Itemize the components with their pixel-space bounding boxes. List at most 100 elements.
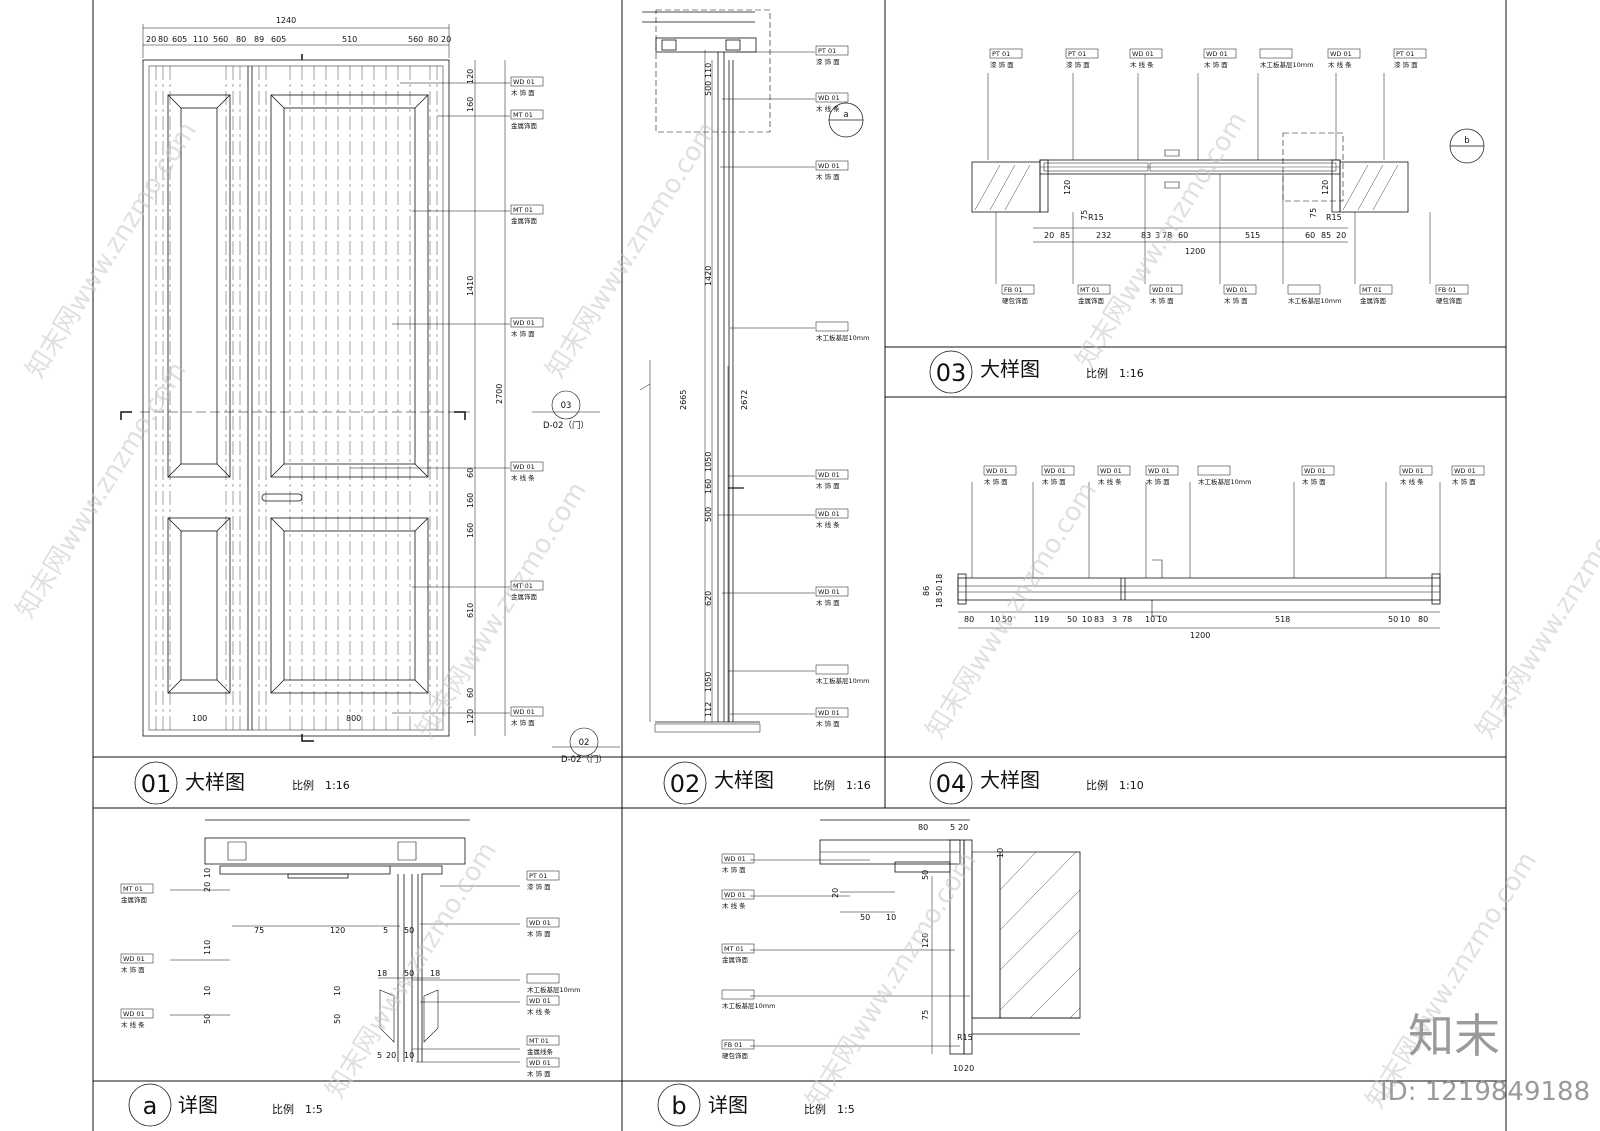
svg-text:木 线 条: 木 线 条	[511, 473, 535, 482]
p02-tag: WD 01木 饰 面	[815, 469, 849, 490]
pa-tag-right: WD 01木 饰 面	[526, 1057, 560, 1078]
svg-text:160: 160	[704, 479, 713, 494]
svg-text:20: 20	[1044, 231, 1054, 240]
watermark-text: 知末网www.znzmo.com	[20, 117, 202, 384]
svg-text:WD 01: WD 01	[1330, 50, 1352, 58]
p04-tag: 木工板基层10mm	[1197, 465, 1251, 486]
svg-text:5: 5	[377, 1051, 382, 1060]
svg-text:木 饰 面: 木 饰 面	[1224, 296, 1248, 305]
svg-text:WD 01: WD 01	[1044, 467, 1066, 475]
svg-text:木 饰 面: 木 饰 面	[816, 172, 840, 181]
p03-tag-bottom: WD 01木 饰 面	[1223, 284, 1257, 305]
svg-text:木 线 条: 木 线 条	[121, 1020, 145, 1029]
svg-text:大样图: 大样图	[980, 357, 1040, 381]
svg-text:75: 75	[254, 926, 264, 935]
p04-tag: WD 01木 饰 面	[1041, 465, 1075, 486]
p01-dim: 800	[346, 714, 361, 723]
p01-dim: 610	[466, 603, 475, 618]
pb-tag: WD 01木 线 条	[721, 889, 755, 910]
svg-text:木 线 条: 木 线 条	[1130, 60, 1154, 69]
svg-text:WD 01: WD 01	[529, 997, 551, 1005]
p03-tag-top: 木工板基层10mm	[1259, 48, 1313, 69]
detail-ref-a: a	[828, 102, 864, 138]
panel-04-text: 80 10 50 119 50 10 83 3 78 10 10 518 50 …	[922, 465, 1485, 640]
svg-text:1200: 1200	[1190, 631, 1210, 640]
svg-text:硬包饰面: 硬包饰面	[722, 1051, 749, 1060]
brand-id: ID: 1219849188	[1380, 1077, 1590, 1107]
svg-text:WD 01: WD 01	[529, 1059, 551, 1067]
p01-dim-total: 1240	[276, 16, 296, 25]
p04-tag: WD 01木 饰 面	[1145, 465, 1179, 486]
svg-text:木 线 条: 木 线 条	[722, 901, 746, 910]
svg-text:WD 01: WD 01	[1206, 50, 1228, 58]
svg-text:木 饰 面: 木 饰 面	[722, 865, 746, 874]
svg-text:比例 1:16: 比例 1:16	[292, 778, 350, 792]
svg-text:50: 50	[1388, 615, 1398, 624]
svg-text:500: 500	[704, 81, 713, 96]
svg-text:详图: 详图	[178, 1093, 218, 1117]
p03-tag-top: WD 01木 饰 面	[1203, 48, 1237, 69]
svg-text:50: 50	[935, 586, 944, 596]
watermark-text: 知末网www.znzmo.com	[1070, 107, 1252, 374]
svg-text:50: 50	[404, 969, 414, 978]
pb-tag: 木工板基层10mm	[721, 989, 775, 1010]
svg-text:WD 01: WD 01	[986, 467, 1008, 475]
pa-tag-right: WD 01木 饰 面	[526, 917, 560, 938]
svg-text:木 饰 面: 木 饰 面	[511, 718, 535, 727]
p01-dim: 510	[342, 35, 357, 44]
svg-text:木 线 条: 木 线 条	[816, 104, 840, 113]
svg-text:18: 18	[377, 969, 387, 978]
svg-text:20: 20	[831, 888, 840, 898]
svg-text:10: 10	[1082, 615, 1092, 624]
svg-text:1050: 1050	[704, 672, 713, 692]
p01-tag: WD 01木 饰 面	[510, 706, 544, 727]
svg-text:5: 5	[383, 926, 388, 935]
svg-text:86: 86	[922, 586, 931, 596]
svg-text:木 线 条: 木 线 条	[1400, 477, 1424, 486]
svg-text:PT 01: PT 01	[818, 47, 836, 55]
svg-text:b: b	[1464, 136, 1469, 146]
svg-text:硬包饰面: 硬包饰面	[1436, 296, 1463, 305]
title-a: a 详图 比例 1:5	[128, 1083, 323, 1127]
p04-tag: WD 01木 饰 面	[1301, 465, 1335, 486]
svg-text:WD 01: WD 01	[123, 1010, 145, 1018]
svg-text:PT 01: PT 01	[992, 50, 1010, 58]
svg-text:WD 01: WD 01	[818, 471, 840, 479]
svg-text:木工板基层10mm: 木工板基层10mm	[1260, 60, 1313, 69]
svg-text:木工板基层10mm: 木工板基层10mm	[527, 985, 580, 994]
p03-tag-bottom: 木工板基层10mm	[1287, 284, 1341, 305]
p04-tag: WD 01木 饰 面	[1451, 465, 1485, 486]
svg-text:1200: 1200	[1185, 247, 1205, 256]
svg-text:木 线 条: 木 线 条	[1328, 60, 1352, 69]
svg-text:50: 50	[921, 870, 930, 880]
p01-tag: WD 01 木 线 条	[510, 461, 544, 482]
svg-text:WD 01: WD 01	[513, 463, 535, 471]
svg-text:比例 1:5: 比例 1:5	[804, 1102, 855, 1116]
p01-dim: 60	[466, 468, 475, 478]
svg-text:78: 78	[1162, 231, 1172, 240]
title-01: 01 大样图 比例 1:16	[134, 761, 350, 805]
p04-tag: WD 01木 饰 面	[983, 465, 1017, 486]
svg-text:10: 10	[203, 868, 212, 878]
svg-text:WD 01: WD 01	[529, 919, 551, 927]
svg-text:WD 01: WD 01	[818, 162, 840, 170]
svg-text:b: b	[671, 1092, 686, 1120]
svg-text:R15: R15	[957, 1033, 973, 1042]
svg-text:500: 500	[704, 507, 713, 522]
panel-01-elevation	[120, 24, 510, 742]
p01-dim: 605	[172, 35, 187, 44]
svg-text:金属饰面: 金属饰面	[121, 895, 148, 904]
svg-text:WD 01: WD 01	[1132, 50, 1154, 58]
svg-text:120: 120	[1321, 180, 1330, 195]
svg-text:50: 50	[1002, 615, 1012, 624]
svg-text:D-02（门）: D-02（门）	[561, 754, 607, 765]
svg-text:75: 75	[1080, 210, 1089, 220]
svg-text:WD 01: WD 01	[724, 855, 746, 863]
svg-text:MT 01: MT 01	[123, 885, 143, 893]
p01-dim: 1410	[466, 276, 475, 296]
